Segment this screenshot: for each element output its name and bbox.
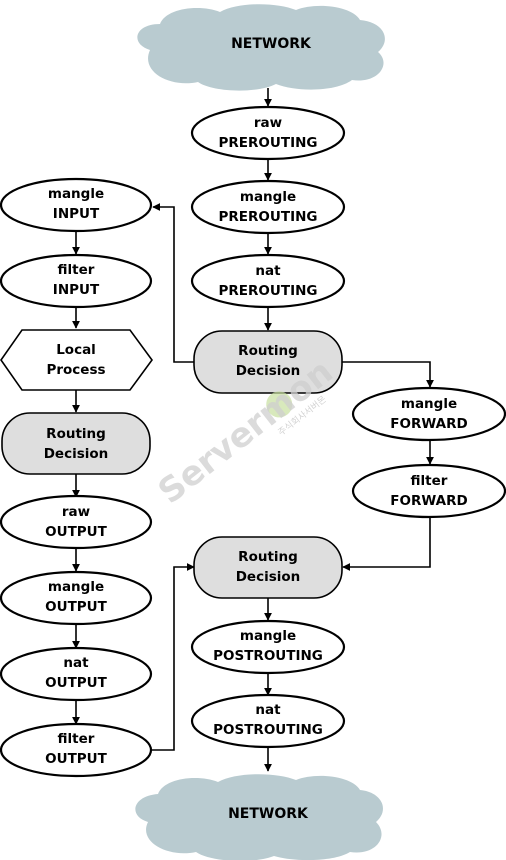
network-cloud-top: NETWORK bbox=[137, 4, 385, 91]
routing-decision-3-line2: Decision bbox=[236, 569, 301, 585]
nat-prerouting-line2: PREROUTING bbox=[219, 283, 318, 299]
mangle-forward-line2: FORWARD bbox=[390, 416, 467, 432]
mangle-prerouting-line2: PREROUTING bbox=[219, 209, 318, 225]
network-cloud-bottom: NETWORK bbox=[135, 774, 383, 860]
nat-postrouting-line2: POSTROUTING bbox=[213, 722, 323, 738]
node-raw-prerouting: raw PREROUTING bbox=[190, 105, 346, 161]
node-local-process: Local Process bbox=[0, 329, 153, 391]
mangle-postrouting-line2: POSTROUTING bbox=[213, 648, 323, 664]
edge-routing-to-mangle-forward bbox=[342, 361, 434, 388]
node-mangle-forward: mangle FORWARD bbox=[351, 386, 506, 442]
node-filter-forward: filter FORWARD bbox=[351, 463, 506, 519]
mangle-input-line1: mangle bbox=[48, 186, 104, 202]
node-filter-output: filter OUTPUT bbox=[0, 722, 153, 778]
node-raw-output: raw OUTPUT bbox=[0, 494, 153, 550]
nat-postrouting-line1: nat bbox=[255, 702, 281, 718]
routing-decision-1-line1: Routing bbox=[238, 343, 298, 359]
filter-forward-line1: filter bbox=[411, 473, 448, 489]
node-nat-postrouting: nat POSTROUTING bbox=[190, 693, 346, 749]
filter-output-line2: OUTPUT bbox=[45, 751, 108, 767]
node-nat-prerouting: nat PREROUTING bbox=[190, 253, 346, 309]
node-mangle-prerouting: mangle PREROUTING bbox=[190, 179, 346, 235]
node-mangle-input: mangle INPUT bbox=[0, 177, 153, 233]
local-process-line1: Local bbox=[56, 342, 96, 358]
edge-filter-output-to-routing bbox=[152, 563, 195, 751]
node-mangle-output: mangle OUTPUT bbox=[0, 570, 153, 626]
raw-output-line2: OUTPUT bbox=[45, 524, 108, 540]
network-bottom-label: NETWORK bbox=[228, 806, 309, 822]
node-filter-input: filter INPUT bbox=[0, 253, 153, 309]
node-mangle-postrouting: mangle POSTROUTING bbox=[190, 619, 346, 675]
routing-decision-2-line1: Routing bbox=[46, 426, 106, 442]
mangle-output-line1: mangle bbox=[48, 579, 104, 595]
edge-routing-to-mangle-input bbox=[152, 203, 194, 363]
node-nat-output: nat OUTPUT bbox=[0, 646, 153, 702]
mangle-forward-line1: mangle bbox=[401, 396, 457, 412]
routing-decision-2-line2: Decision bbox=[44, 446, 109, 462]
mangle-prerouting-line1: mangle bbox=[240, 189, 296, 205]
mangle-output-line2: OUTPUT bbox=[45, 599, 108, 615]
watermark-dot bbox=[266, 391, 293, 418]
nat-prerouting-line1: nat bbox=[255, 263, 281, 279]
edge-filter-forward-to-routing bbox=[342, 518, 431, 571]
filter-input-line2: INPUT bbox=[53, 282, 100, 298]
filter-input-line1: filter bbox=[58, 262, 95, 278]
raw-prerouting-line2: PREROUTING bbox=[219, 135, 318, 151]
routing-decision-3-line1: Routing bbox=[238, 549, 298, 565]
edges bbox=[72, 88, 434, 772]
mangle-postrouting-line1: mangle bbox=[240, 628, 296, 644]
nat-output-line2: OUTPUT bbox=[45, 675, 108, 691]
node-routing-decision-1: Routing Decision bbox=[193, 330, 343, 394]
raw-prerouting-line1: raw bbox=[254, 115, 282, 131]
node-routing-decision-3: Routing Decision bbox=[193, 536, 343, 599]
node-routing-decision-2: Routing Decision bbox=[1, 412, 151, 475]
filter-output-line1: filter bbox=[58, 731, 95, 747]
raw-output-line1: raw bbox=[62, 504, 90, 520]
network-top-label: NETWORK bbox=[231, 36, 312, 52]
routing-decision-1-line2: Decision bbox=[236, 363, 301, 379]
mangle-input-line2: INPUT bbox=[53, 206, 100, 222]
filter-forward-line2: FORWARD bbox=[390, 493, 467, 509]
local-process-line2: Process bbox=[46, 362, 105, 378]
nat-output-line1: nat bbox=[63, 655, 89, 671]
